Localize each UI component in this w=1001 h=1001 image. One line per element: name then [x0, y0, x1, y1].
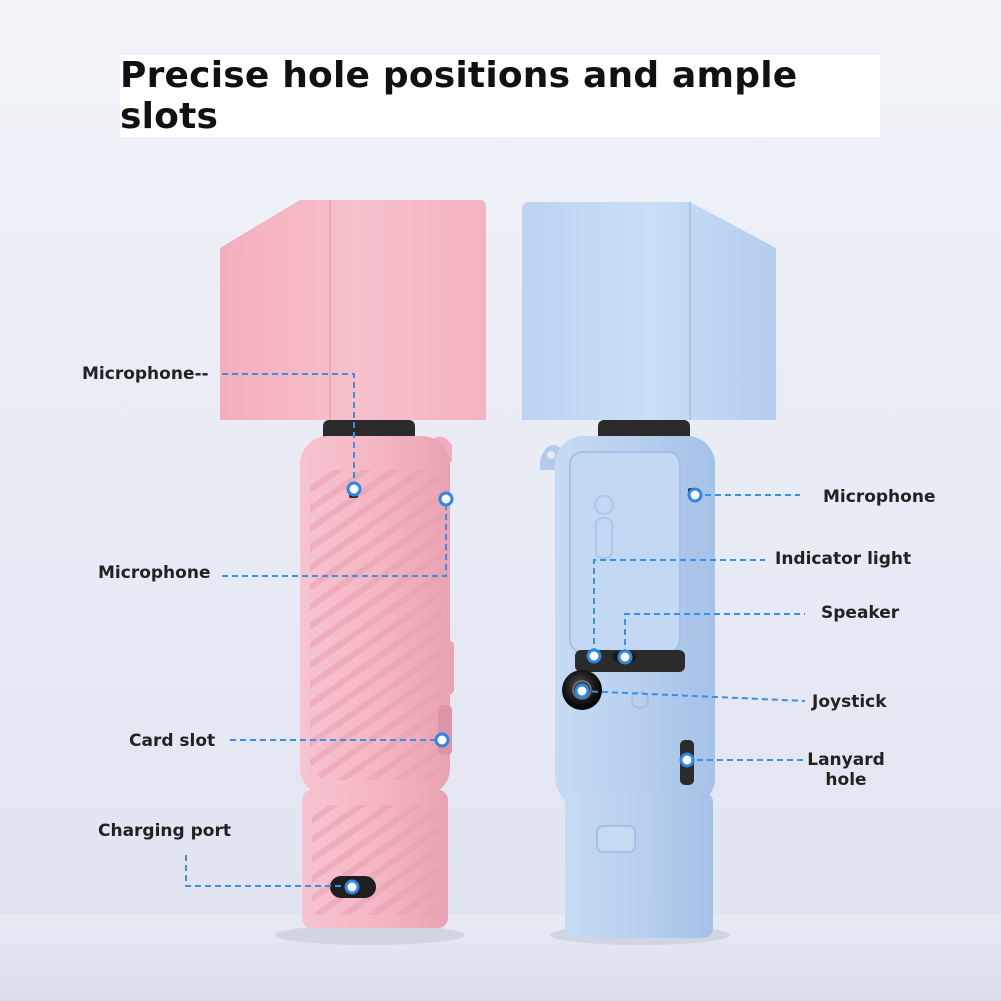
callout-line-charging	[185, 855, 350, 887]
blue-lanyard-hole-shape	[547, 451, 555, 459]
label-blue-microphone: Microphone	[823, 487, 936, 507]
blue-case	[522, 202, 776, 945]
blue-callout-dots	[574, 487, 703, 768]
blue-bottom-button	[596, 825, 636, 853]
callout-line-speaker	[624, 613, 805, 655]
blue-bottom-module	[565, 792, 713, 938]
label-joystick: Joystick	[812, 692, 887, 712]
label-indicator-light: Indicator light	[775, 549, 912, 569]
dot-charging-port	[344, 879, 360, 895]
blue-button-shape	[631, 691, 649, 709]
label-lanyard-line2: hole	[825, 770, 867, 790]
pink-case	[220, 200, 486, 945]
label-card-slot: Card slot	[129, 731, 216, 751]
blue-top-cover	[522, 202, 776, 420]
label-speaker: Speaker	[821, 603, 900, 623]
label-charging-port: Charging port	[98, 821, 231, 841]
dot-blue-mic	[687, 487, 703, 503]
pink-shadow	[275, 925, 465, 945]
callout-line-mic-top	[222, 373, 355, 489]
pink-top-cover	[220, 200, 486, 420]
pink-card-slot-cover	[438, 705, 452, 755]
dot-mic-side	[438, 491, 454, 507]
pink-bottom-texture	[312, 805, 438, 915]
label-microphone-side: Microphone	[98, 563, 211, 583]
callout-line-mic-side	[222, 499, 447, 577]
dot-card-slot	[434, 732, 450, 748]
pink-callouts	[185, 373, 447, 887]
dot-joystick	[574, 683, 590, 699]
pink-side-button	[440, 640, 454, 695]
label-lanyard-line1: Lanyard	[807, 750, 885, 770]
callout-line-joystick	[581, 690, 806, 702]
label-lanyard-hole: Lanyard hole	[806, 750, 886, 790]
title-banner: Precise hole positions and ample slots	[120, 55, 880, 137]
dot-indicator	[586, 648, 602, 664]
blue-panel-figure	[594, 495, 614, 559]
label-microphone-top: Microphone--	[82, 364, 209, 384]
dot-speaker	[617, 649, 633, 665]
dot-lanyard	[679, 752, 695, 768]
page-title: Precise hole positions and ample slots	[120, 55, 798, 137]
pink-rib-texture	[310, 470, 442, 780]
dot-mic-top	[346, 481, 362, 497]
callout-line-indicator	[593, 559, 765, 654]
floor-surface	[0, 915, 1001, 1001]
blue-callouts	[581, 494, 806, 761]
pink-callout-dots	[344, 481, 454, 895]
